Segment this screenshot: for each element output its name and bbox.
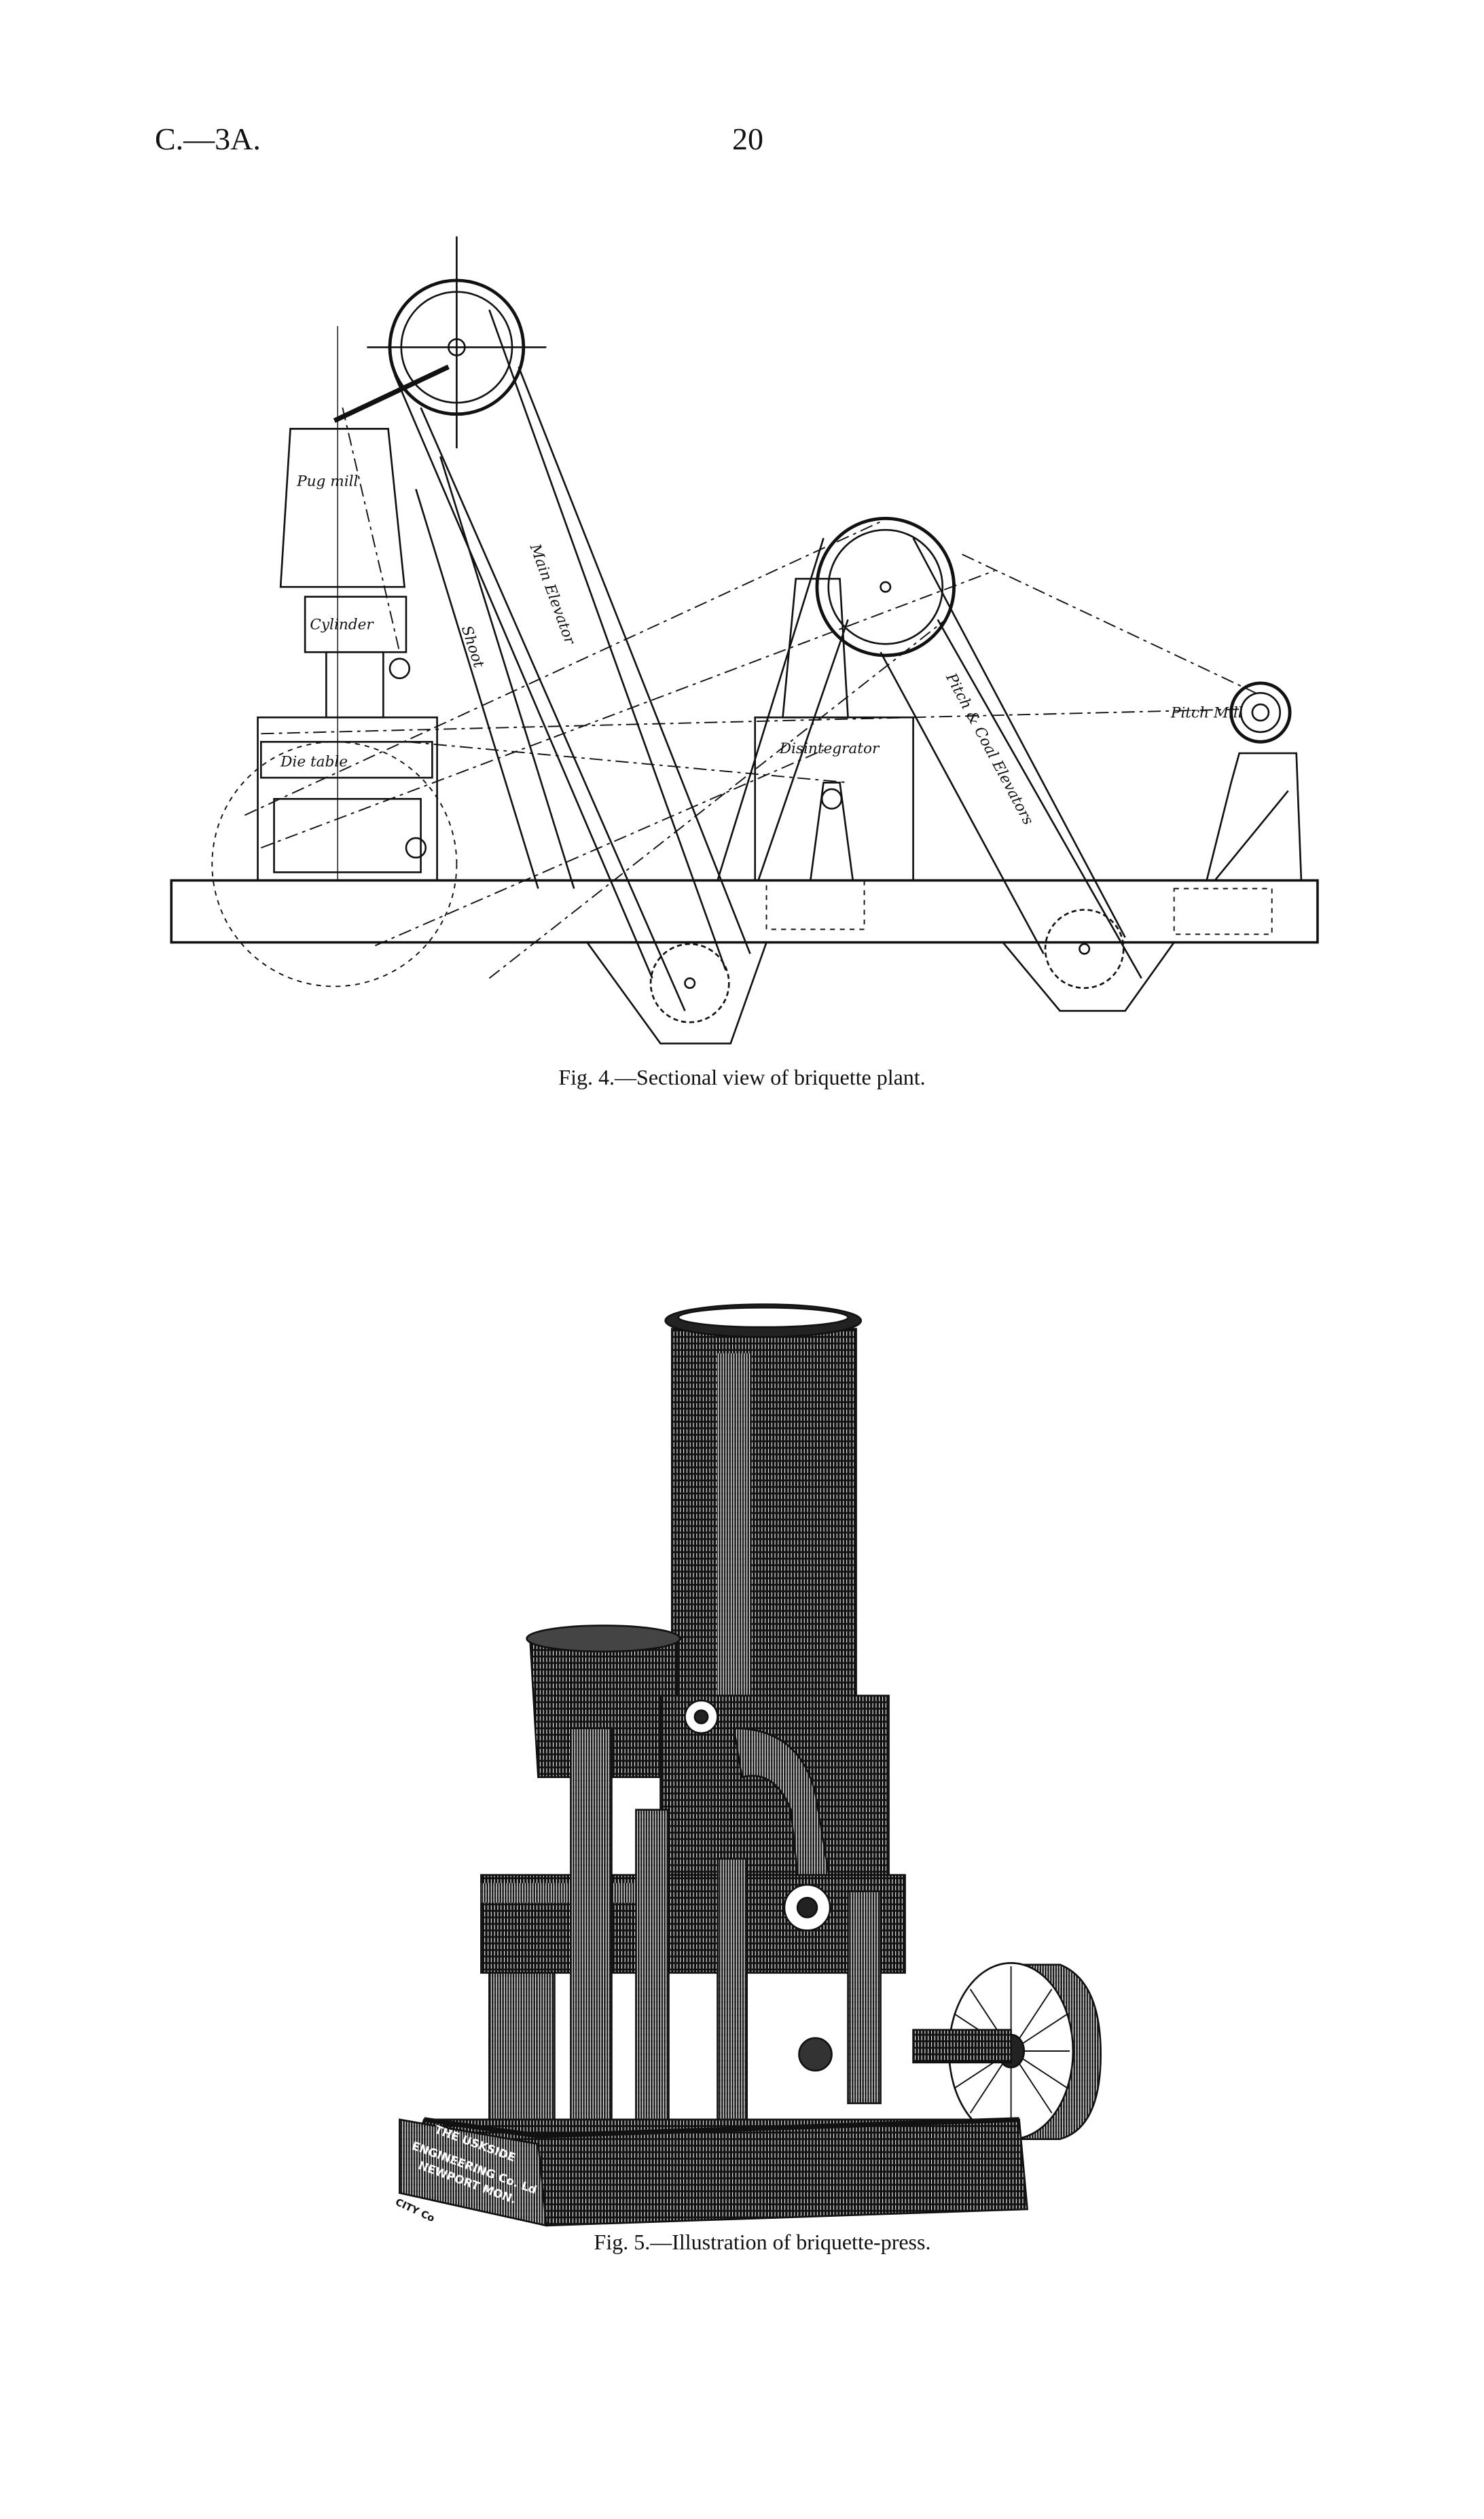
figure-4-caption: Fig. 4.—Sectional view of briquette plan… [558, 1065, 926, 1089]
label-disintegrator: Disintegrator [779, 740, 880, 757]
label-cylinder: Cylinder [310, 617, 374, 634]
elevator-pulley [815, 517, 956, 657]
press-frame [257, 716, 438, 882]
label-pitch-mill: Pitch Mill [1170, 704, 1243, 721]
pitch-mill-pulley [1229, 681, 1292, 744]
label-main-elevator: Main Elevator [526, 541, 578, 648]
main-pulley [367, 236, 547, 449]
briquette-press-engraving [398, 1303, 1102, 2227]
label-pug-mill: Pug mill [296, 473, 358, 490]
foundation-platform [170, 879, 1319, 944]
page-number: 20 [732, 122, 763, 156]
press-chimney-cylinder [670, 1328, 857, 1697]
pitch-mill-stand [1205, 752, 1303, 882]
label-shoot: Shoot [458, 623, 487, 670]
engraver-stamp: CITY Co [393, 2197, 436, 2225]
page-reference: C.—3A. [155, 122, 261, 156]
label-pitch-coal-elevators: Pitch & Coal Elevators [942, 670, 1036, 827]
pug-mill [279, 428, 406, 588]
lower-boots [585, 909, 1176, 1045]
press-flywheel-outline [211, 741, 458, 987]
figure-5-caption: Fig. 5.—Illustration of briquette-press. [594, 2230, 931, 2254]
briquette-plant-sectional-drawing [170, 236, 1319, 1045]
label-die-table: Die table [280, 753, 348, 770]
elevator-belts [393, 309, 1142, 1011]
